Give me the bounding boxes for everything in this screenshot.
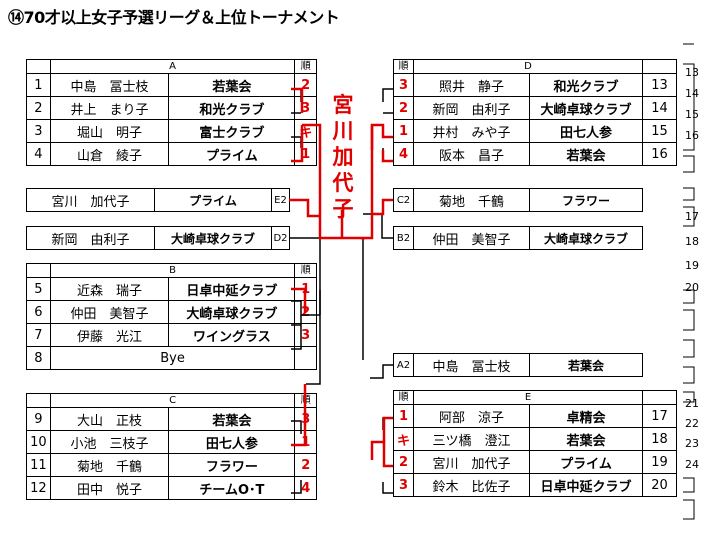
seq-number: 23 xyxy=(685,437,699,450)
seq-number: 14 xyxy=(685,87,699,100)
player-number: 16 xyxy=(642,142,678,166)
champion-char: 川 xyxy=(332,119,354,143)
player-club: フラワー xyxy=(168,453,296,477)
player-club: プライム xyxy=(154,188,272,212)
champion-char: 宮 xyxy=(332,93,354,117)
player-name: 伊藤 光江 xyxy=(49,323,170,347)
seq-number: 18 xyxy=(685,235,699,248)
seq-number: 19 xyxy=(685,259,699,272)
player-club: 和光クラブ xyxy=(528,73,644,97)
player-name: 井上 まり子 xyxy=(49,96,170,120)
champion-char: 代 xyxy=(332,171,354,195)
player-name: 仲田 美智子 xyxy=(413,226,530,250)
player-number: 14 xyxy=(642,96,678,120)
player-number: 8 xyxy=(26,346,51,370)
player-club: 卓精会 xyxy=(528,404,644,428)
player-name: 阪本 昌子 xyxy=(413,142,530,166)
player-name: 田中 悦子 xyxy=(49,476,170,500)
player-club: 大崎卓球クラブ xyxy=(528,96,644,120)
player-name: 菊地 千鶴 xyxy=(413,188,530,212)
player-rank xyxy=(294,346,317,370)
player-name: 宮川 加代子 xyxy=(26,188,155,212)
player-club: 日卓中延クラブ xyxy=(528,473,644,497)
player-club: チームO･T xyxy=(168,476,296,500)
player-number: 15 xyxy=(642,119,678,143)
page-title: ⑭70才以上女子予選リーグ＆上位トーナメント xyxy=(8,8,340,27)
player-number: 1 xyxy=(26,73,51,97)
player-name: 井村 みや子 xyxy=(413,119,530,143)
player-rank: 2 xyxy=(294,453,317,477)
player-club: 日卓中延クラブ xyxy=(168,277,296,301)
player-club: フラワー xyxy=(529,188,643,212)
player-club: 若葉会 xyxy=(528,142,644,166)
seq-number: 21 xyxy=(685,397,699,410)
player-club: 大崎卓球クラブ xyxy=(529,226,643,250)
player-club: プライム xyxy=(528,450,644,474)
player-club: 和光クラブ xyxy=(168,96,296,120)
player-name: 阿部 涼子 xyxy=(413,404,530,428)
player-rank: キ xyxy=(393,427,414,451)
player-name: 山倉 綾子 xyxy=(49,142,170,166)
champion-char: 加 xyxy=(332,145,354,169)
seq-number: 24 xyxy=(685,458,699,471)
seq-number: 15 xyxy=(685,108,699,121)
player-club: 田七人参 xyxy=(528,119,644,143)
player-number: 11 xyxy=(26,453,51,477)
seq-number: 16 xyxy=(685,129,699,142)
champion-name: 宮 川 加 代 子 xyxy=(323,92,363,222)
player-rank: 4 xyxy=(294,476,317,500)
player-club: 若葉会 xyxy=(529,353,643,377)
player-club: 田七人参 xyxy=(168,430,296,454)
player-rank: 3 xyxy=(294,96,317,120)
player-club: プライム xyxy=(168,142,296,166)
player-name: Bye xyxy=(49,346,296,370)
seed-label: C2 xyxy=(393,188,414,212)
player-number: 12 xyxy=(26,476,51,500)
player-name: 堀山 明子 xyxy=(49,119,170,143)
seq-number: 17 xyxy=(685,210,699,223)
player-name: 中島 冨士枝 xyxy=(49,73,170,97)
player-number: 13 xyxy=(642,73,678,97)
player-club: 大崎卓球クラブ xyxy=(154,226,272,250)
seq-number: 13 xyxy=(685,66,699,79)
player-club: 若葉会 xyxy=(528,427,644,451)
player-club: 富士クラブ xyxy=(168,119,296,143)
player-name: 鈴木 比佐子 xyxy=(413,473,530,497)
player-number: 10 xyxy=(26,430,51,454)
champion-char: 子 xyxy=(332,197,354,221)
seq-number: 22 xyxy=(685,417,699,430)
player-number: 20 xyxy=(642,473,678,497)
player-name: 照井 静子 xyxy=(413,73,530,97)
player-number: 17 xyxy=(642,404,678,428)
player-name: 中島 冨士枝 xyxy=(413,353,530,377)
player-name: 新岡 由利子 xyxy=(26,226,155,250)
seq-number: 20 xyxy=(685,281,699,294)
player-club: 若葉会 xyxy=(168,407,296,431)
